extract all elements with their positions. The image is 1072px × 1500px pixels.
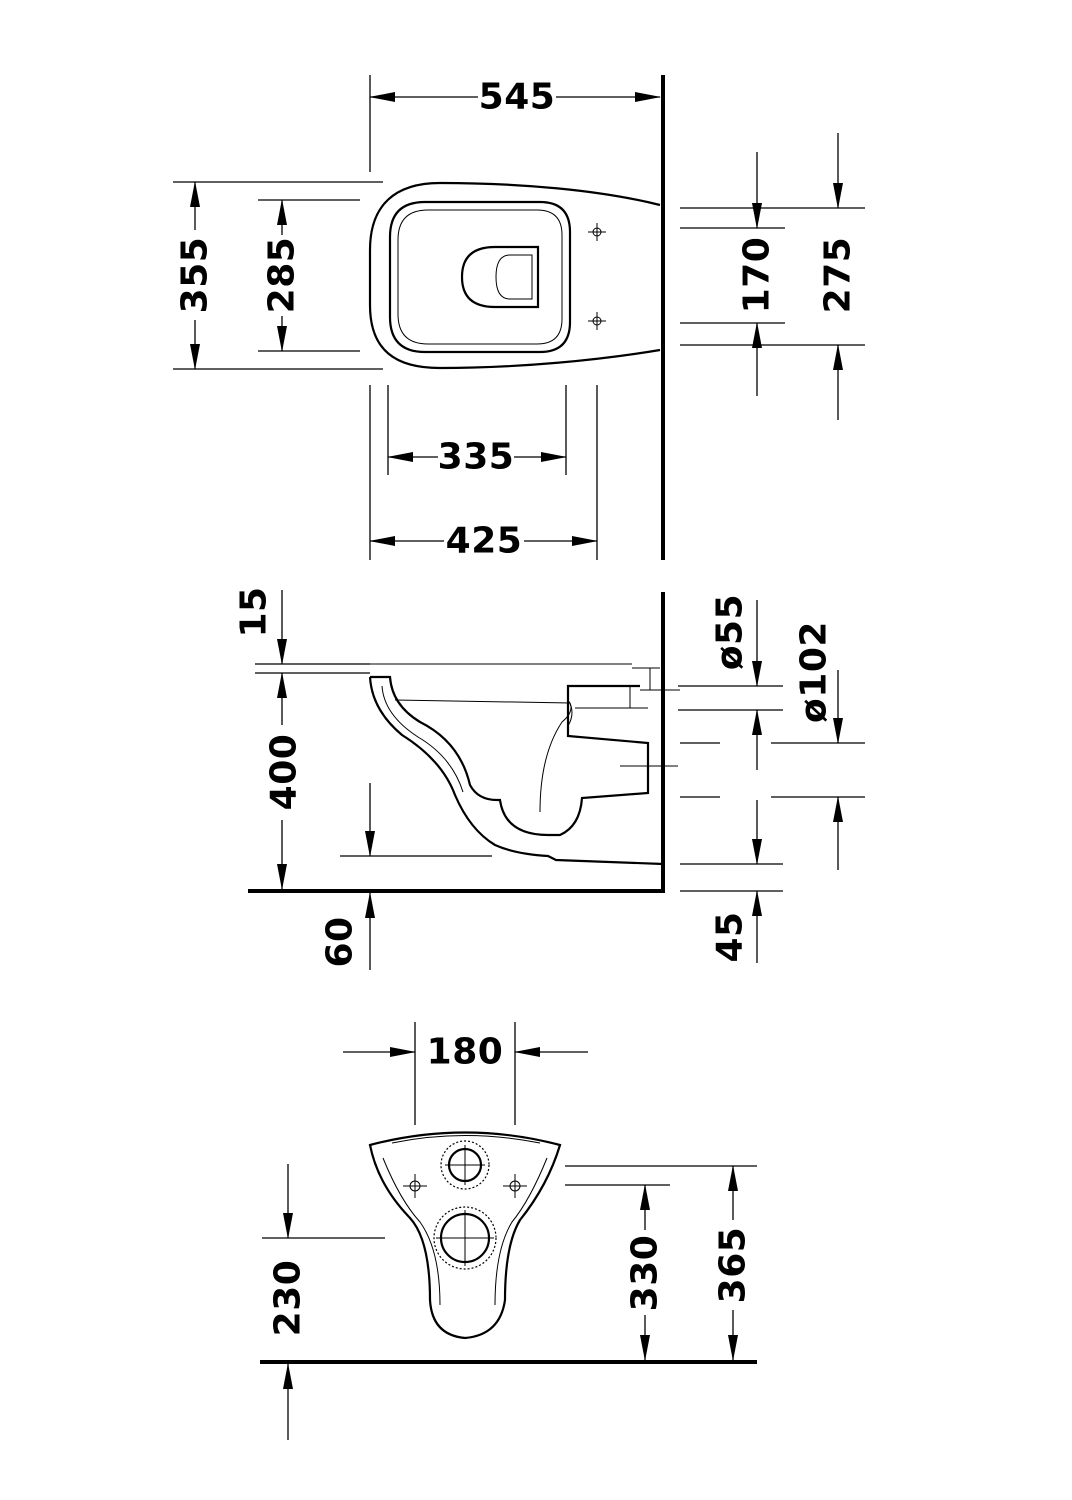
fixing-hole-front-right [503,1174,527,1198]
dim-text-spacing: 180 [427,1032,504,1073]
bowl-front-outline [368,1131,562,1340]
dim-seat-425: 425 [369,385,598,562]
dim-text-width-outer: 355 [175,237,216,314]
dim-text-fixing: 170 [737,237,778,314]
dim-width-285: 285 [258,199,360,352]
dim-text-inlet-height: 330 [625,1235,666,1312]
dim-text-seat-outer: 425 [446,521,523,562]
dim-text-length: 545 [479,77,556,118]
dim-height-330: 330 [565,1184,670,1361]
dim-text-outlet-height: 45 [710,911,751,962]
dim-height-365: 365 [565,1165,757,1361]
fixing-hole-front-left [403,1174,427,1198]
outlet-hole-front [433,1206,497,1270]
dim-clearance-60: 60 [320,783,492,970]
dim-text-rim: 400 [264,734,305,811]
dim-seat-335: 335 [387,385,567,478]
fixing-hole-top [588,223,606,241]
dim-text-fixing-outer: 275 [818,237,859,314]
dim-text-width-inner: 285 [262,237,303,314]
front-view: 180 230 330 365 [260,1022,757,1440]
dim-length-545: 545 [369,75,661,172]
dim-rim-400: 400 [264,672,305,890]
dim-text-inlet: ø55 [710,594,751,670]
dim-height-230: 230 [262,1164,385,1440]
bowl-top-outline [368,181,661,370]
inlet-hole-front [440,1140,490,1190]
dim-fixing-275: 275 [680,133,865,420]
dim-spacing-180: 180 [343,1022,588,1125]
dim-outlet-45: 45 [680,709,783,963]
dim-text-outlet-height-front: 230 [268,1260,309,1337]
dim-width-355: 355 [173,181,383,370]
dim-text-clearance: 60 [320,916,361,967]
dim-offset-15: 15 [234,586,370,674]
dim-text-outlet: ø102 [794,621,835,723]
fixing-hole-bottom [588,312,606,330]
top-view: 545 355 285 335 [173,75,865,562]
dim-inlet-55: ø55 [678,594,783,711]
dim-text-offset: 15 [234,586,275,637]
dim-fixing-170: 170 [680,152,785,396]
side-view: 15 400 60 ø55 [234,586,865,970]
bowl-side-outline [368,663,680,866]
dim-text-total-height: 365 [713,1227,754,1304]
dim-text-seat-inner: 335 [438,437,515,478]
dim-outlet-102: ø102 [680,621,865,870]
